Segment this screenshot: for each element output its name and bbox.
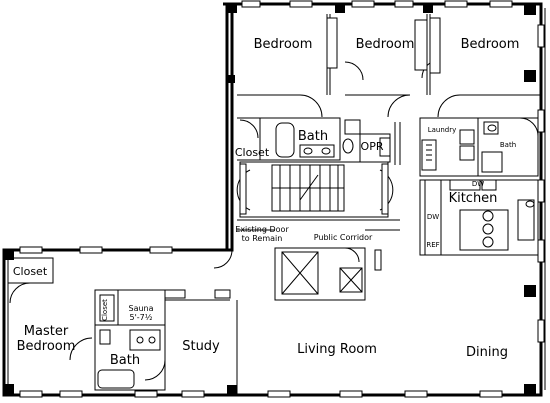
label-master-1: Master bbox=[24, 324, 69, 339]
windows bbox=[19, 0, 545, 398]
label-master-2: Bedroom bbox=[17, 339, 76, 354]
structural-columns bbox=[4, 3, 536, 396]
label-bath-upper: Bath bbox=[298, 129, 328, 144]
label-public-corridor: Public Corridor bbox=[314, 233, 373, 242]
label-opr: OPR bbox=[361, 140, 384, 153]
label-bath-small: Bath bbox=[500, 141, 516, 149]
label-closet-lower: Closet bbox=[13, 265, 48, 278]
label-closet-small: Closet bbox=[101, 299, 109, 321]
label-bath-master: Bath bbox=[110, 353, 140, 368]
room-labels: Bedroom Bedroom Bedroom Bath Closet OPR … bbox=[13, 37, 520, 368]
label-bedroom-3: Bedroom bbox=[461, 37, 520, 52]
label-study: Study bbox=[182, 339, 220, 354]
label-bedroom-2: Bedroom bbox=[356, 37, 415, 52]
label-living-room: Living Room bbox=[297, 342, 377, 357]
label-dw-left: DW bbox=[427, 213, 439, 221]
laundry-bath-block bbox=[419, 117, 539, 177]
label-sauna-1: Sauna bbox=[128, 304, 153, 313]
label-closet-upper: Closet bbox=[235, 146, 270, 159]
label-existing-door-2: to Remain bbox=[242, 234, 283, 243]
label-sauna-2: 5'-7½ bbox=[129, 313, 152, 322]
elevator-block bbox=[237, 229, 400, 301]
label-dining: Dining bbox=[466, 345, 508, 360]
label-dw-top: DW bbox=[472, 180, 484, 188]
bedroom-partitions bbox=[237, 14, 541, 118]
master-suite bbox=[7, 249, 238, 395]
label-kitchen: Kitchen bbox=[449, 191, 498, 206]
label-ref: REF bbox=[426, 241, 439, 249]
stair-core bbox=[236, 161, 400, 221]
label-laundry: Laundry bbox=[428, 126, 457, 134]
label-bedroom-1: Bedroom bbox=[254, 37, 313, 52]
label-existing-door-1: Existing Door bbox=[235, 225, 289, 234]
kitchen-layout bbox=[419, 179, 539, 256]
